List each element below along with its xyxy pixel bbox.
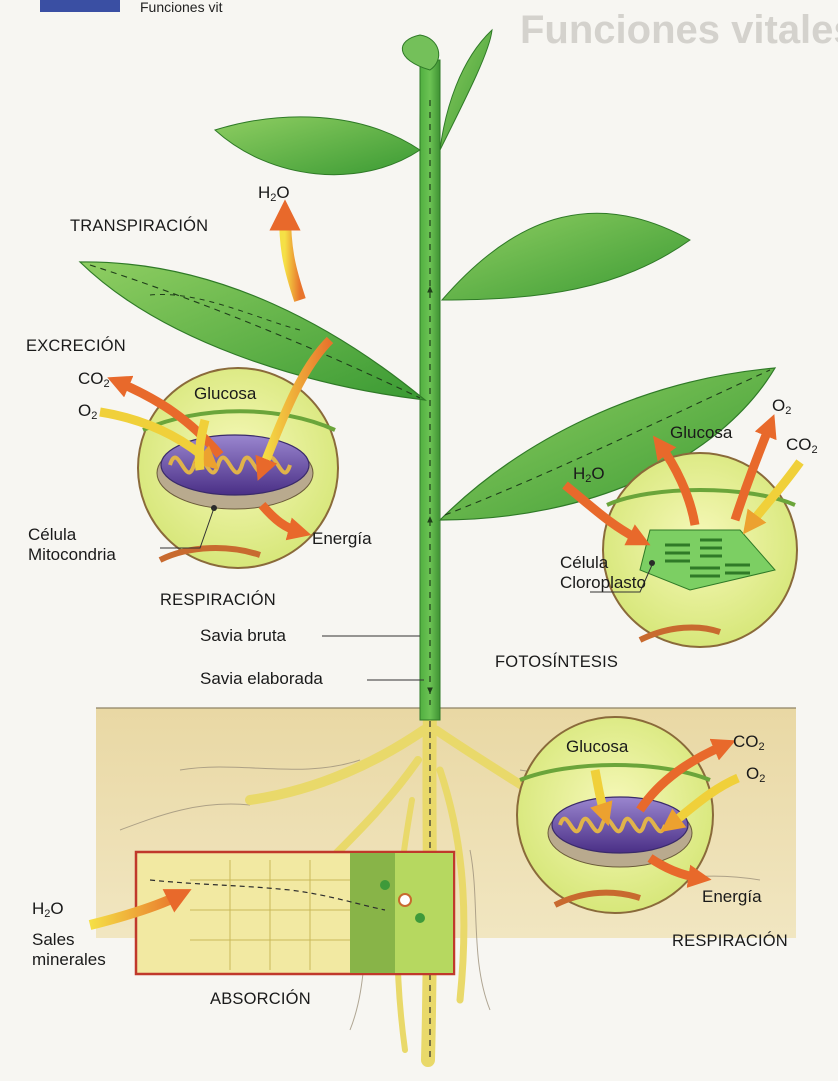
background-title: Funciones vitales (520, 8, 838, 53)
formula-o2-left: O2 (78, 402, 97, 422)
formula-o2-photo: O2 (772, 397, 791, 417)
label-savia-bruta: Savia bruta (200, 627, 286, 646)
formula-h2o-top: H2O (258, 184, 290, 204)
label-glucosa-right: Glucosa (670, 424, 732, 443)
label-celula-cloroplasto: Célula Cloroplasto (560, 553, 646, 594)
formula-co2-photo: CO2 (786, 436, 818, 456)
photosynthesis-cell (603, 453, 797, 647)
formula-h2o-absorb: H2O (32, 900, 64, 920)
label-savia-elaborada: Savia elaborada (200, 670, 323, 689)
label-respiracion-right: RESPIRACIÓN (672, 932, 788, 950)
label-transpiracion: TRANSPIRACIÓN (70, 217, 208, 235)
label-excrecion: EXCRECIÓN (26, 337, 126, 355)
label-energia-bottom: Energía (702, 888, 762, 907)
formula-o2-bottom: O2 (746, 765, 765, 785)
label-absorcion: ABSORCIÓN (210, 990, 311, 1008)
label-fotosintesis: FOTOSÍNTESIS (495, 653, 618, 671)
label-glucosa-left: Glucosa (194, 385, 256, 404)
label-celula-mitocondria: Célula Mitocondria (28, 525, 116, 566)
formula-h2o-photo: H2O (573, 465, 605, 485)
label-respiracion-left: RESPIRACIÓN (160, 591, 276, 609)
formula-co2-left: CO2 (78, 370, 110, 390)
label-energia-left: Energía (312, 530, 372, 549)
label-sales-minerales: Sales minerales (32, 930, 106, 971)
book-tab-icon (40, 0, 120, 12)
formula-co2-bottom: CO2 (733, 733, 765, 753)
absorption-box (90, 852, 454, 974)
corner-text: Funciones vit (140, 0, 222, 15)
label-glucosa-bottom: Glucosa (566, 738, 628, 757)
